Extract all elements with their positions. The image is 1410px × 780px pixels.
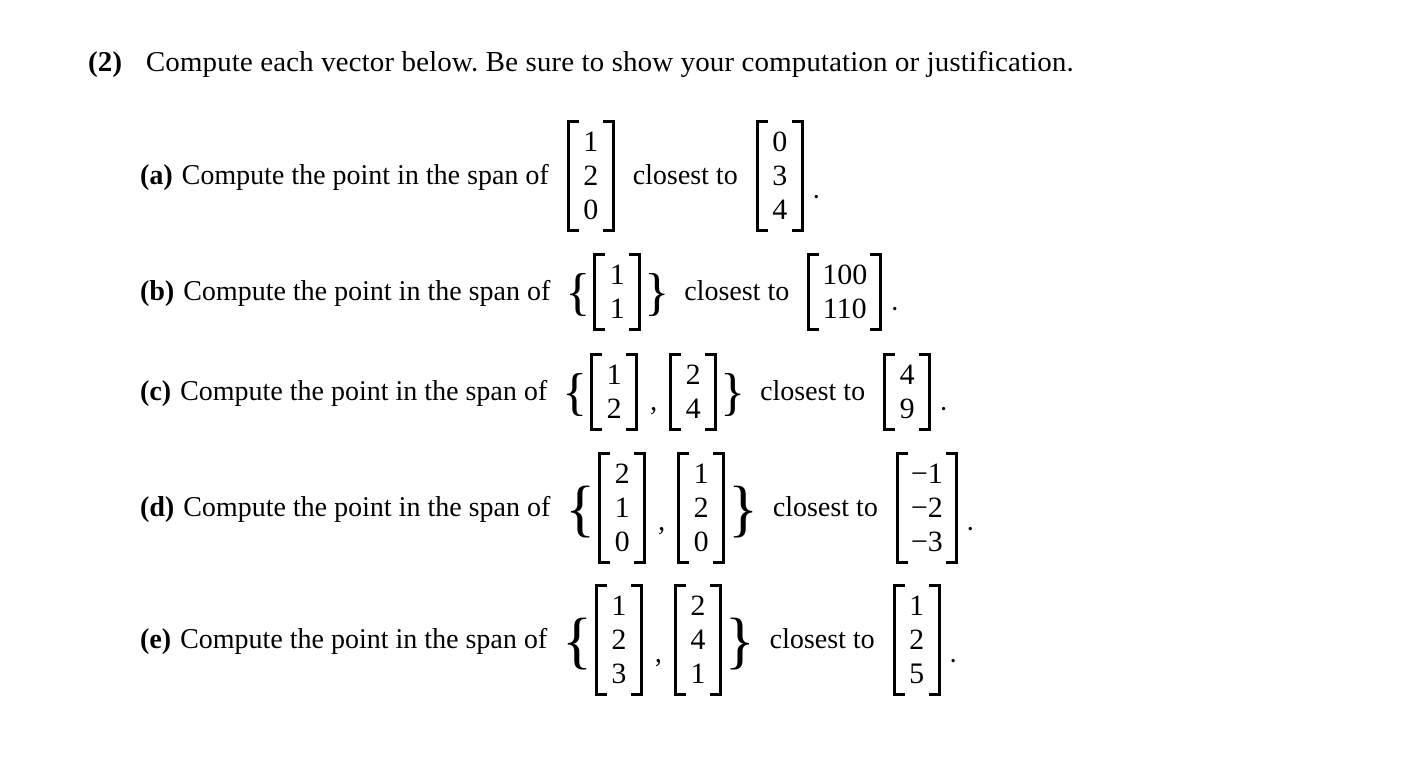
part-label: (a): [140, 160, 173, 191]
vector-entry: 0: [693, 524, 709, 558]
part-text-middle: closest to: [769, 624, 875, 655]
part-text-middle: closest to: [772, 492, 878, 523]
vector-entry: 110: [822, 292, 867, 325]
vector-entry: 1: [614, 491, 630, 525]
part-text-prefix: Compute the point in the span of: [181, 160, 549, 191]
vector-entry: 1: [609, 258, 625, 292]
part-text-middle: closest to: [684, 276, 790, 307]
vector-entry: 2: [583, 159, 599, 193]
problem-header-text: Compute each vector below. Be sure to sh…: [145, 46, 1074, 78]
part-label: (e): [140, 624, 172, 655]
part-label: (c): [140, 376, 172, 407]
sentence-terminator: .: [891, 286, 899, 317]
vector-entry: 0: [583, 192, 599, 226]
vector-entry: 2: [690, 589, 706, 623]
vector-entry: 1: [609, 292, 625, 325]
problem-number: (2): [88, 46, 123, 78]
vector-entry: −1: [910, 457, 943, 491]
sentence-terminator: .: [949, 638, 957, 669]
vector-entry: 1: [583, 125, 599, 159]
vector-entry: 4: [772, 192, 788, 226]
vector-entry: 0: [614, 524, 630, 558]
vector-entry: 3: [772, 159, 788, 193]
vector-entry: 0: [772, 125, 788, 159]
sentence-terminator: .: [966, 506, 974, 537]
vector-separator: ,: [650, 386, 658, 417]
vector-entry: 2: [693, 491, 709, 525]
part-text-prefix: Compute the point in the span of: [183, 276, 551, 307]
vector-entry: −3: [910, 524, 943, 558]
vector-entry: −2: [910, 491, 943, 525]
target-vector: −1−2−3: [895, 452, 958, 565]
problem-header: (2) Compute each vector below. Be sure t…: [88, 44, 1074, 80]
vector-entry: 2: [611, 623, 627, 657]
vector-entry: 1: [606, 358, 622, 392]
part-label: (d): [140, 492, 175, 523]
vector-entry: 100: [822, 258, 868, 292]
vector-entry: 1: [690, 656, 706, 690]
vector-entry: 3: [611, 656, 627, 690]
vector-entry: 2: [685, 358, 701, 392]
part-text-prefix: Compute the point in the span of: [183, 492, 551, 523]
vector-separator: ,: [654, 638, 662, 669]
vector-entry: 4: [685, 392, 701, 425]
vector-entry: 2: [614, 457, 630, 491]
vector-entry: 2: [909, 623, 925, 657]
part-text-middle: closest to: [760, 376, 866, 407]
vector-separator: ,: [658, 506, 666, 537]
part-text-prefix: Compute the point in the span of: [180, 624, 548, 655]
sentence-terminator: .: [940, 386, 948, 417]
sentence-terminator: .: [812, 174, 820, 205]
vector-entry: 1: [611, 589, 627, 623]
vector-entry: 5: [909, 656, 925, 690]
part-text-middle: closest to: [632, 160, 738, 191]
vector-entry: 1: [909, 589, 925, 623]
vector-entry: 1: [693, 457, 709, 491]
vector-entry: 4: [899, 358, 915, 392]
part-label: (b): [140, 276, 175, 307]
vector-entry: 4: [690, 623, 706, 657]
vector-entry: 9: [899, 392, 915, 425]
vector-entry: 2: [606, 392, 622, 425]
part-text-prefix: Compute the point in the span of: [180, 376, 548, 407]
